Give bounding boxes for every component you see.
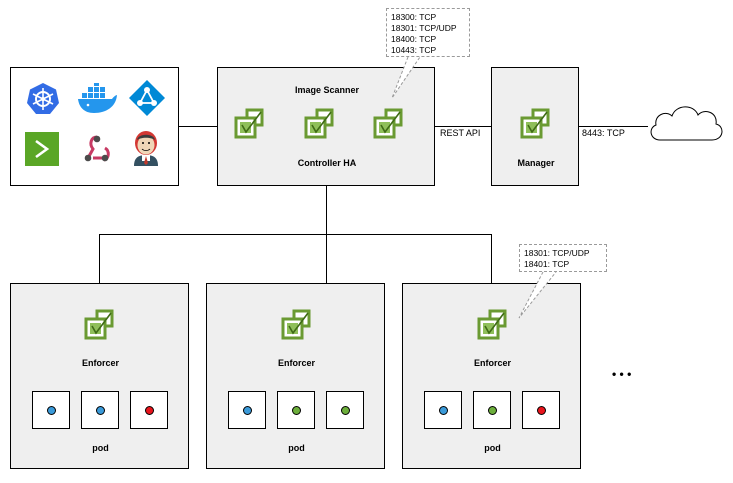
manager-box: Manager [491, 67, 579, 186]
more-nodes-ellipsis: • • • [612, 367, 632, 381]
pod-container [326, 391, 364, 429]
platforms-to-controller-line [178, 126, 218, 127]
pod-label: pod [288, 443, 305, 453]
neuvector-logo-icon [520, 108, 550, 139]
pod-status-dot [439, 406, 448, 415]
node3-drop-line [491, 234, 492, 284]
enforcer-callout-pointer [518, 271, 557, 319]
port-line: 18400: TCP [391, 34, 437, 44]
pod-status-dot [243, 406, 252, 415]
pod-label: pod [484, 443, 501, 453]
pod-container [228, 391, 266, 429]
docker-icon [78, 83, 117, 113]
neuvector-logo-icon [373, 108, 403, 139]
node1-drop-line [99, 234, 100, 284]
port-line: 18401: TCP [524, 259, 570, 269]
port-line: 18301: TCP/UDP [391, 23, 457, 33]
enforcer-label: Enforcer [81, 358, 119, 368]
enforcer-label: Enforcer [473, 358, 511, 368]
pod-status-dot [537, 406, 546, 415]
neuvector-logo-icon [304, 108, 334, 139]
node-box: Enforcer pod [10, 283, 189, 469]
neuvector-logo-icon [281, 309, 311, 340]
neuvector-logo-icon [234, 108, 264, 139]
pod-container [32, 391, 70, 429]
pod-container [424, 391, 462, 429]
node-box: Enforcer pod [402, 283, 581, 469]
pod-status-dot [292, 406, 301, 415]
pod-status-dot [341, 406, 350, 415]
image-scanner-title: Image Scanner [294, 85, 360, 95]
azure-aks-icon [129, 80, 165, 116]
neuvector-logo-icon [84, 309, 114, 340]
rest-api-label: REST API [440, 128, 481, 138]
scanner-callout-pointer [391, 56, 421, 99]
enforcer-label: Enforcer [277, 358, 315, 368]
pod-status-dot [145, 406, 154, 415]
cloud-icon [650, 106, 723, 141]
pod-container [81, 391, 119, 429]
manager-label: Manager [517, 158, 555, 168]
controller-ha-label: Controller HA [297, 158, 357, 168]
controller-box: Image Scanner Controller HA [217, 67, 435, 186]
pod-label: pod [92, 443, 109, 453]
pod-status-dot [96, 406, 105, 415]
pod-container [473, 391, 511, 429]
neuvector-logo-icon [477, 309, 507, 340]
controller-down-line [326, 186, 327, 284]
port-line: 10443: TCP [391, 45, 437, 55]
jenkins-icon [134, 131, 158, 166]
pod-status-dot [488, 406, 497, 415]
pod-container [522, 391, 560, 429]
controller-to-manager-line [434, 126, 492, 127]
manager-to-cloud-line [578, 126, 648, 127]
cloud-port-label: 8443: TCP [582, 128, 625, 138]
enforcer-bus-line [99, 234, 492, 235]
webhook-icon [84, 135, 110, 162]
terminal-icon [25, 132, 59, 166]
enforcer-ports-callout: 18301: TCP/UDP 18401: TCP [519, 244, 607, 272]
port-line: 18301: TCP/UDP [524, 248, 590, 258]
pod-status-dot [47, 406, 56, 415]
pod-container [277, 391, 315, 429]
scanner-ports-callout: 18300: TCP 18301: TCP/UDP 18400: TCP 104… [386, 8, 470, 57]
kubernetes-icon [27, 83, 59, 114]
pod-container [130, 391, 168, 429]
platforms-box [10, 67, 179, 186]
port-line: 18300: TCP [391, 12, 437, 22]
node-box: Enforcer pod [206, 283, 385, 469]
